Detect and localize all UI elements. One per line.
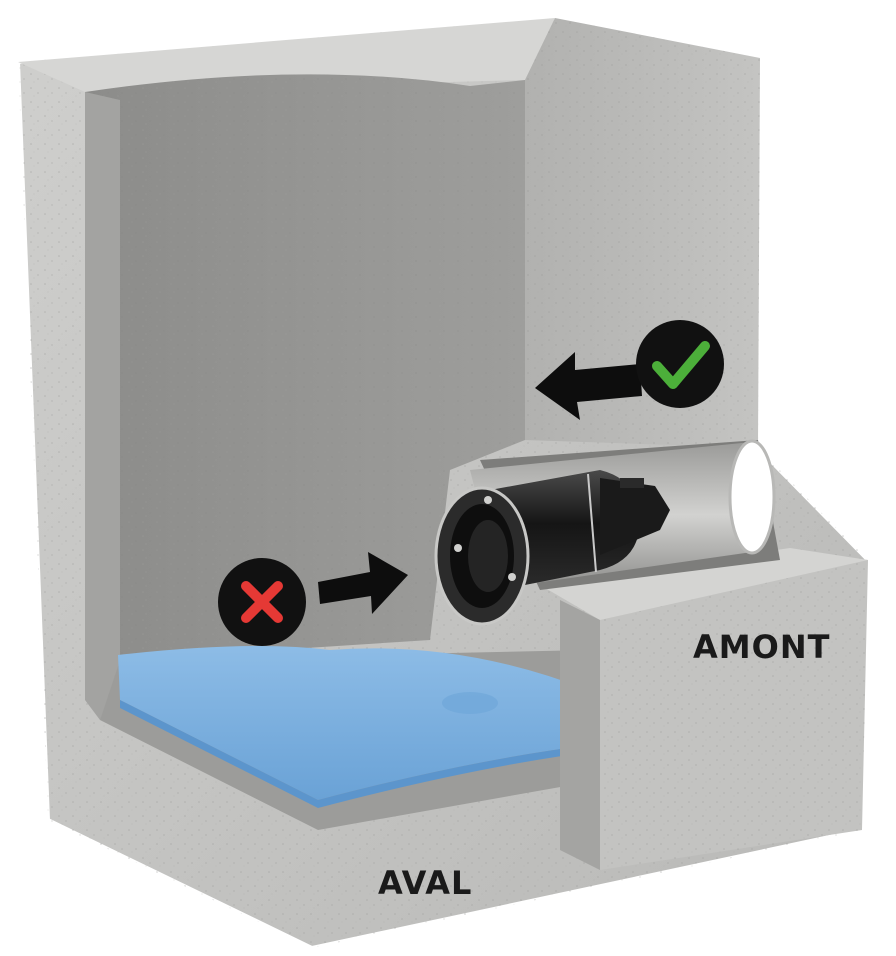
check-icon [652,341,710,389]
upstream-label: AMONT [693,628,831,666]
check-valve-nose [600,478,670,555]
cross-icon [241,581,283,623]
cross-badge [218,558,306,646]
left-wall-rim [18,18,555,92]
incorrect-flow-arrow [318,552,408,614]
water-body [118,646,590,800]
downstream-label: AVAL [378,864,473,902]
check-badge [636,320,724,408]
pipe-tube-end [728,439,776,555]
step-inner-face [560,600,600,870]
correct-flow-arrow [535,352,642,420]
chamber-left-wall [85,92,120,720]
water-edge [120,700,590,808]
step-top-face [540,548,868,620]
